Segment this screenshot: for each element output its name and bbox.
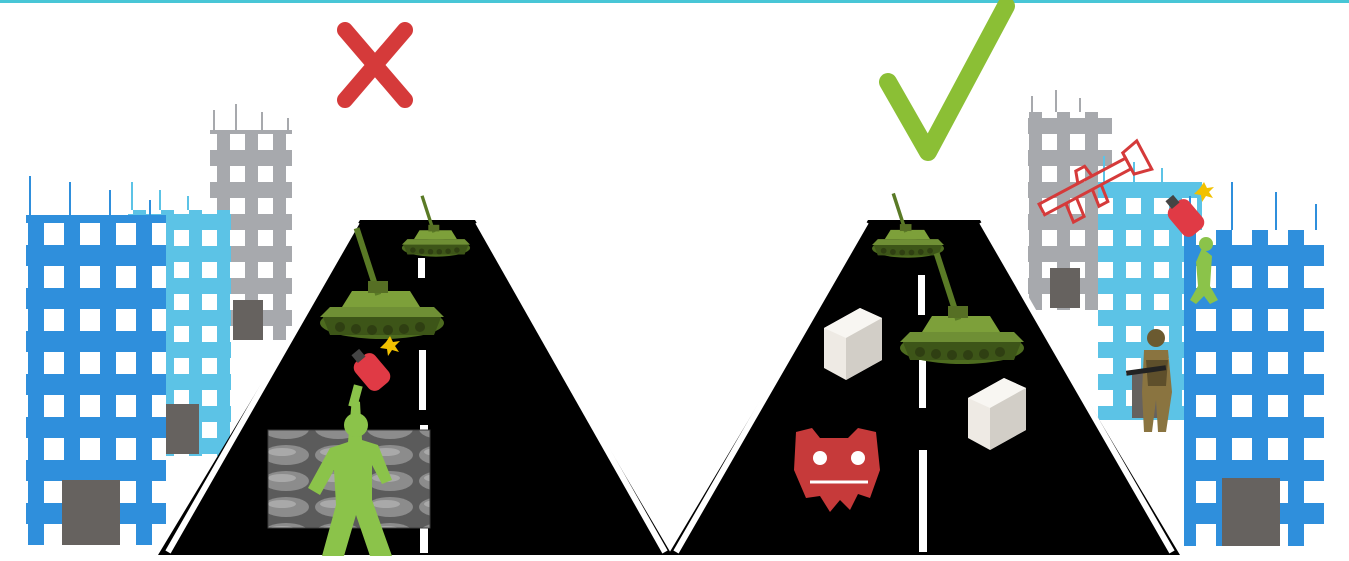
checkmark-icon [888,6,1006,152]
cross-icon [345,30,405,100]
right-scene [668,6,1324,555]
building-blue [1184,182,1324,546]
left-scene [26,30,672,556]
building-blue [26,176,166,545]
